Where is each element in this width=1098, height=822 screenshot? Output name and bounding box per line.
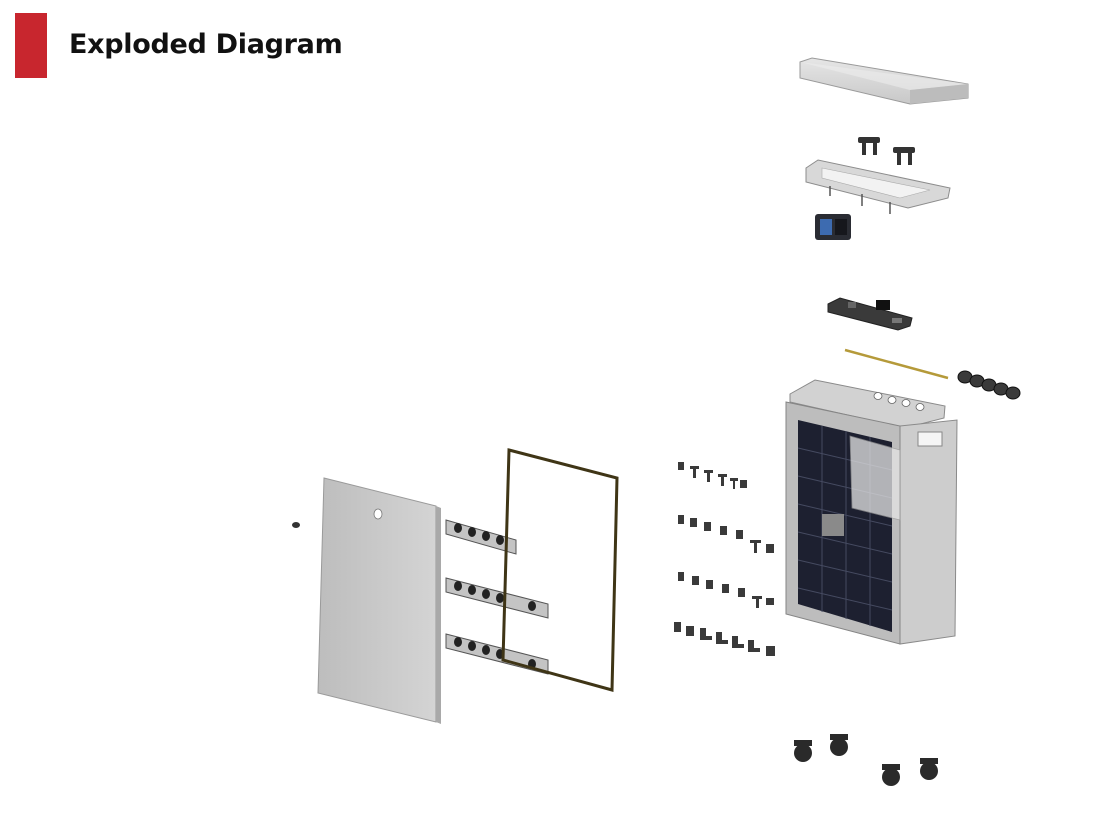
front-door-panel (317, 477, 441, 724)
caster-wheels (794, 734, 938, 786)
top-tray (805, 159, 951, 214)
header: Exploded Diagram (15, 12, 343, 78)
page-title: Exploded Diagram (69, 28, 343, 60)
door-handle-screw (292, 522, 300, 528)
clip-parts (674, 462, 775, 656)
busbar-rod (844, 348, 949, 380)
mounting-brackets (445, 519, 549, 675)
terminal-connectors (957, 370, 1021, 400)
top-lid (799, 57, 969, 105)
breaker-module (815, 214, 851, 240)
door-gasket (501, 448, 619, 692)
top-fasteners (858, 137, 915, 165)
bms-board (827, 297, 913, 331)
cabinet-body (785, 379, 958, 645)
title-accent-bar (15, 12, 47, 78)
